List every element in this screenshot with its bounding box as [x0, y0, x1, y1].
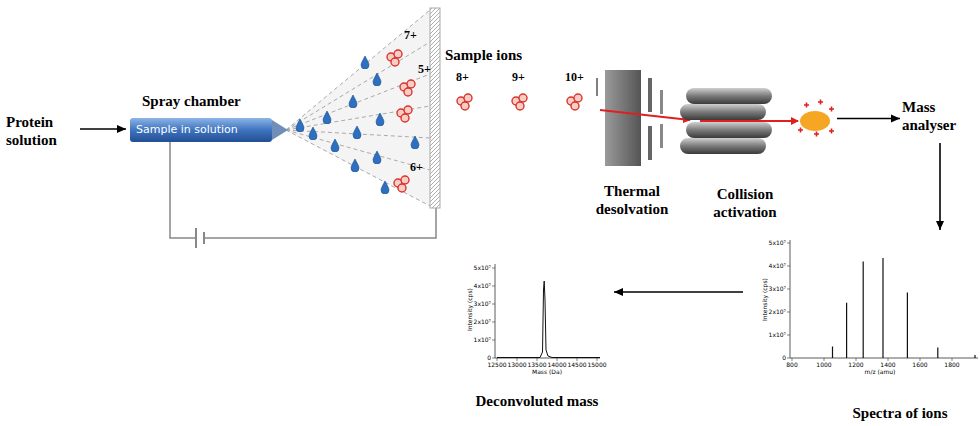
process-step: Thermal desolvation [584, 68, 680, 229]
tick-label: 1x10⁷ [760, 331, 786, 338]
flow-arrow [837, 118, 900, 120]
spray-chamber: Spray chamberSample in solution [128, 92, 286, 145]
mz-spectrum-plot [787, 240, 978, 361]
tick-label: 1x10⁷ [466, 336, 491, 343]
tick-label: 12500 [487, 361, 507, 368]
tick-label: 1200 [844, 361, 868, 368]
tick-label: 0 [466, 354, 491, 361]
charge-label: 8+ [456, 70, 469, 84]
tick-label: 3x10⁷ [466, 300, 491, 307]
droplets [296, 56, 419, 194]
spray-plume [286, 10, 430, 206]
flow-arrow [614, 291, 743, 293]
axis-title: Intensity (cps) [761, 270, 768, 330]
tick-label: 15000 [587, 361, 607, 368]
step-label: Protein solution [6, 113, 78, 149]
axis-title: Intensity (cps) [466, 280, 473, 340]
step-label: Spray chamber [142, 92, 272, 110]
tick-label: 4x10⁷ [760, 262, 786, 269]
ion-beam [600, 110, 690, 120]
charged-ion [798, 100, 834, 137]
desolvation-block [597, 70, 663, 166]
tick-label: 14500 [567, 361, 587, 368]
chart-panel: Spectra of ions [745, 232, 978, 425]
tick-label: 13500 [527, 361, 547, 368]
ion-beam [700, 120, 798, 122]
step-label: Spectra of ions [825, 404, 975, 422]
tick-label: 800 [780, 361, 804, 368]
tick-label: 5x10⁷ [760, 239, 786, 246]
process-step: Collision activation [682, 85, 835, 229]
charge-label: 6+ [410, 160, 423, 174]
tick-label: 1000 [812, 361, 836, 368]
tick-label: 1400 [876, 361, 900, 368]
section-heading: Sample ions [445, 46, 522, 64]
step-label: Deconvoluted mass [462, 392, 612, 410]
spray-capillary [130, 118, 288, 142]
counter-electrode-mesh [430, 8, 440, 208]
tick-label: 0 [760, 354, 786, 361]
charge-label: 9+ [512, 70, 525, 84]
flow-arrow [80, 128, 126, 130]
tick-label: 13000 [507, 361, 527, 368]
tick-label: 1600 [908, 361, 932, 368]
process-step: Protein solution [6, 113, 78, 152]
step-label: Mass analyser [902, 98, 978, 134]
mass-plot [492, 264, 600, 361]
axis-title: m/z (amu) [850, 368, 910, 375]
tick-label: 5x10⁷ [466, 264, 491, 271]
tick-label: 3x10⁷ [760, 285, 786, 292]
tick-label: 2x10⁷ [760, 308, 786, 315]
step-label: Thermal desolvation [584, 182, 680, 218]
charge-label: 7+ [404, 28, 417, 42]
tick-label: 2x10⁷ [466, 318, 491, 325]
tick-label: 4x10⁷ [466, 282, 491, 289]
step-label: Collision activation [690, 185, 800, 221]
flow-arrow [939, 143, 941, 230]
charge-label: 5+ [418, 62, 431, 76]
tick-label: 14000 [547, 361, 567, 368]
charge-label: 10+ [565, 70, 584, 84]
ion-clusters [387, 50, 582, 192]
axis-title: Mass (Da) [517, 368, 577, 375]
capillary-label: Sample in solution [136, 123, 272, 136]
tick-label: 1800 [940, 361, 964, 368]
process-step: Mass analyser [902, 96, 978, 141]
